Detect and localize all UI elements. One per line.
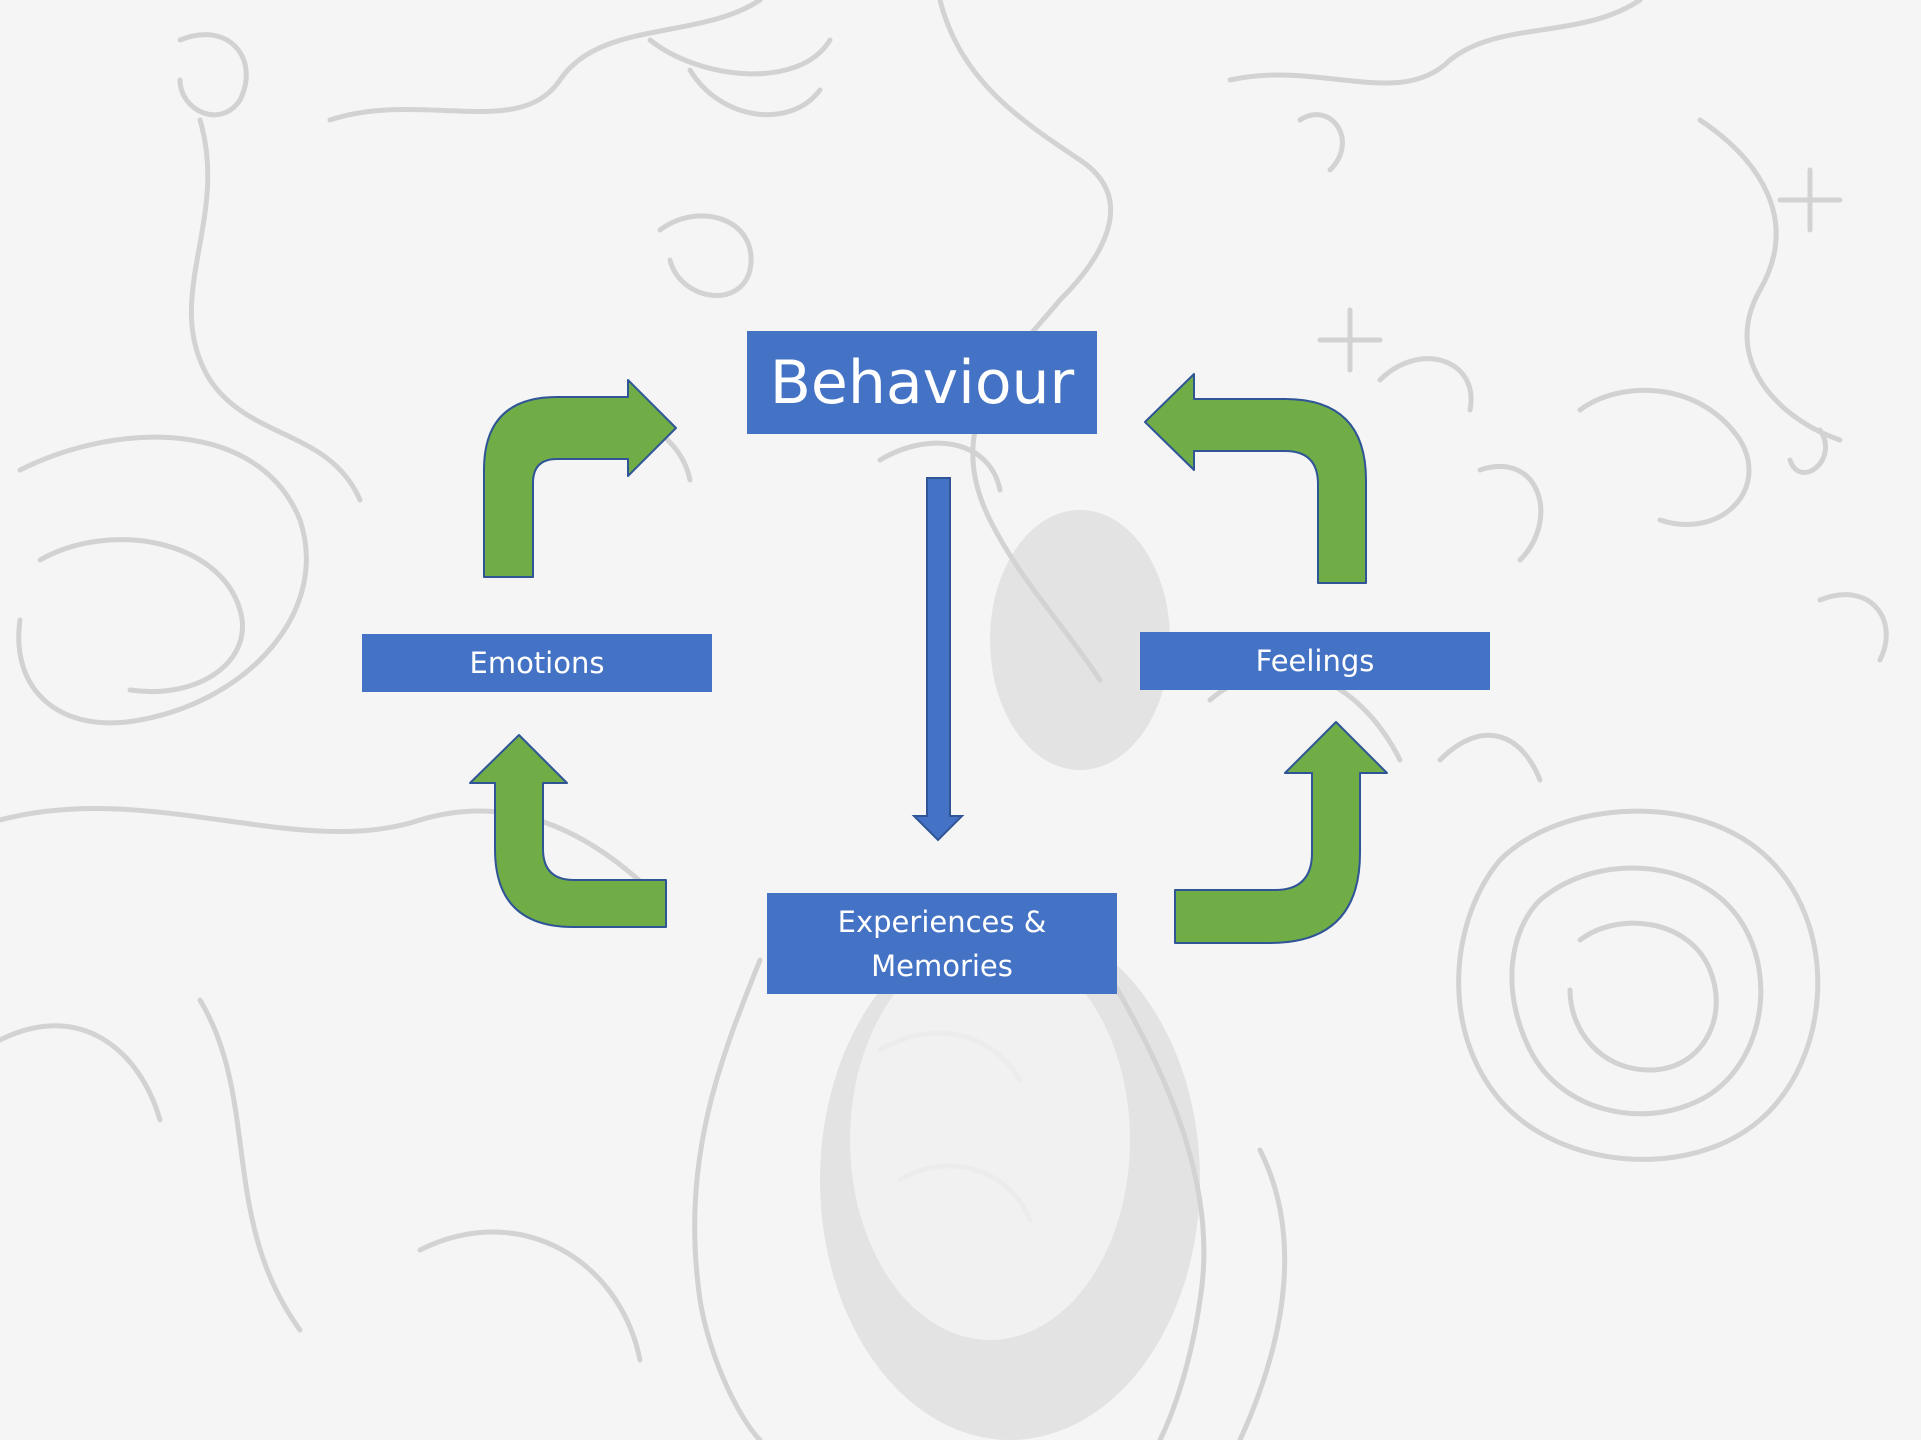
feelings-box: Feelings xyxy=(1140,632,1490,690)
feelings-label: Feelings xyxy=(1255,644,1375,678)
experiences-label-line1: Experiences & xyxy=(837,904,1047,939)
emotions-label: Emotions xyxy=(469,646,605,680)
experiences-memories-box: Experiences & Memories xyxy=(767,893,1117,994)
experiences-label-line2: Memories xyxy=(871,948,1013,983)
behaviour-box: Behaviour xyxy=(747,331,1097,434)
emotions-box: Emotions xyxy=(362,634,712,692)
behaviour-label: Behaviour xyxy=(769,347,1075,418)
